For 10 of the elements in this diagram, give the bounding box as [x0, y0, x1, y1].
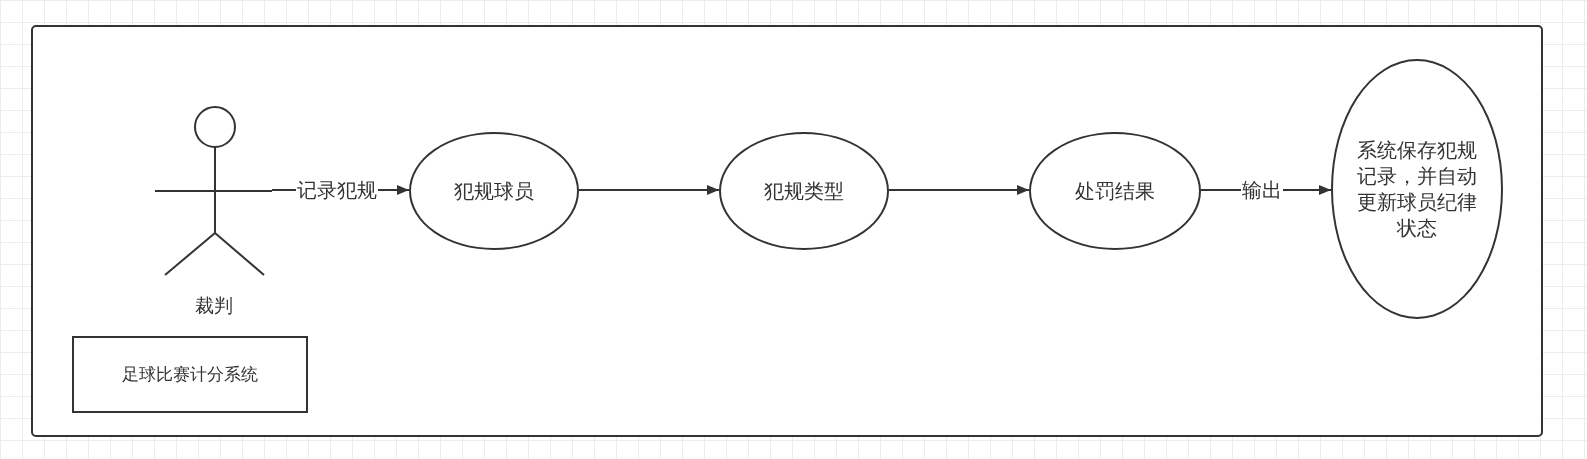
system-name-box — [72, 336, 308, 413]
use-case-label: 犯规类型 — [764, 178, 844, 204]
use-case-label: 处罚结果 — [1075, 178, 1155, 204]
system-name: 足球比赛计分系统 — [122, 363, 258, 386]
use-case-label: 系统保存犯规记录，并自动更新球员纪律状态 — [1356, 137, 1478, 241]
system-boundary — [31, 25, 1543, 437]
actor-label: 裁判 — [194, 293, 233, 318]
arrow — [578, 185, 720, 195]
use-case-label: 犯规球员 — [454, 178, 534, 204]
arrow — [888, 185, 1030, 195]
